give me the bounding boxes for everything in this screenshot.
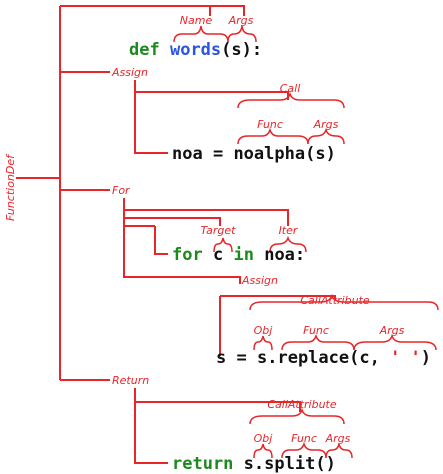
call-brace: [237, 91, 345, 109]
code-line-def: def words(s):: [129, 40, 262, 60]
label-iter: Iter: [279, 224, 299, 237]
def-branch: [60, 5, 245, 16]
tree-lines: [16, 5, 336, 464]
label-assign2: Assign: [241, 274, 278, 287]
code-def-args: (s):: [221, 40, 262, 60]
code-split-func: split: [264, 454, 315, 474]
label-obj2: Obj: [254, 432, 274, 445]
label-target: Target: [201, 224, 237, 237]
code-line-assign2: s = s.replace(c, ' '): [216, 348, 431, 368]
args2-brace: [353, 333, 437, 351]
code-call-args: (s): [305, 144, 336, 164]
code-function-name: words: [170, 40, 221, 60]
label-for: For: [112, 184, 131, 197]
for-spine: [123, 198, 241, 284]
label-func3: Func: [291, 432, 317, 445]
call-branch: [135, 91, 289, 100]
code-replace-string: ' ': [390, 348, 421, 368]
label-name: Name: [180, 14, 213, 27]
func3-brace: [281, 441, 327, 459]
target-branch: [124, 217, 221, 226]
callattr1-branch: [220, 295, 336, 300]
label-assign1: Assign: [111, 66, 148, 79]
target-brace: [213, 237, 233, 253]
code-line-for: for c in noa:: [172, 245, 305, 265]
assign1-spine: [134, 80, 168, 154]
code-call-func: noalpha: [233, 144, 305, 164]
code-assign2-target: s: [216, 348, 226, 368]
label-call: Call: [280, 82, 301, 95]
iter-brace: [269, 235, 307, 253]
code-replace-args-open: (c,: [349, 348, 390, 368]
name-brace: [173, 25, 229, 43]
label-args3: Args: [325, 432, 351, 445]
code-replace-obj: s: [257, 348, 267, 368]
label-callattr1: CallAttribute: [300, 294, 370, 307]
obj1-brace: [253, 335, 273, 351]
code-for-keyword: for: [172, 245, 203, 265]
code-assign1-target: noa: [172, 144, 203, 164]
node-labels: FunctionDef Name Args Assign Call Func A…: [4, 14, 405, 445]
callattr1-brace: [249, 293, 439, 311]
code-in-keyword: in: [233, 245, 253, 265]
code-return-keyword: return: [172, 454, 233, 474]
label-func1: Func: [257, 118, 283, 131]
code-for-iter: noa:: [264, 245, 305, 265]
code-replace-func: replace: [277, 348, 349, 368]
code-line-return: return s.split(): [172, 454, 336, 474]
code-split-obj: s: [244, 454, 254, 474]
label-functiondef: FunctionDef: [4, 153, 17, 221]
code-split-args: (): [315, 454, 335, 474]
args1-brace: [307, 127, 345, 145]
code-def-keyword: def: [129, 40, 160, 60]
label-args2: Args: [379, 324, 405, 337]
for-code-branch: [154, 226, 168, 255]
label-func2: Func: [303, 324, 329, 337]
func1-brace: [237, 127, 309, 145]
return-spine: [134, 388, 168, 464]
obj2-brace: [253, 443, 273, 459]
code-lines: def words(s): noa = noalpha(s) for c in …: [129, 40, 431, 474]
label-args-def: Args: [228, 14, 254, 27]
label-callattr2: CallAttribute: [267, 398, 337, 411]
code-for-target: c: [213, 245, 223, 265]
args-def-brace: [227, 25, 257, 43]
iter-branch: [124, 209, 289, 226]
callattr2-brace: [249, 407, 345, 425]
args3-brace: [325, 443, 353, 459]
callattr2-branch: [135, 401, 301, 412]
label-args1: Args: [313, 118, 339, 131]
braces: [173, 25, 439, 459]
label-return: Return: [112, 374, 149, 387]
label-obj1: Obj: [254, 324, 274, 337]
code-line-assign1: noa = noalpha(s): [172, 144, 336, 164]
func2-brace: [281, 333, 355, 351]
